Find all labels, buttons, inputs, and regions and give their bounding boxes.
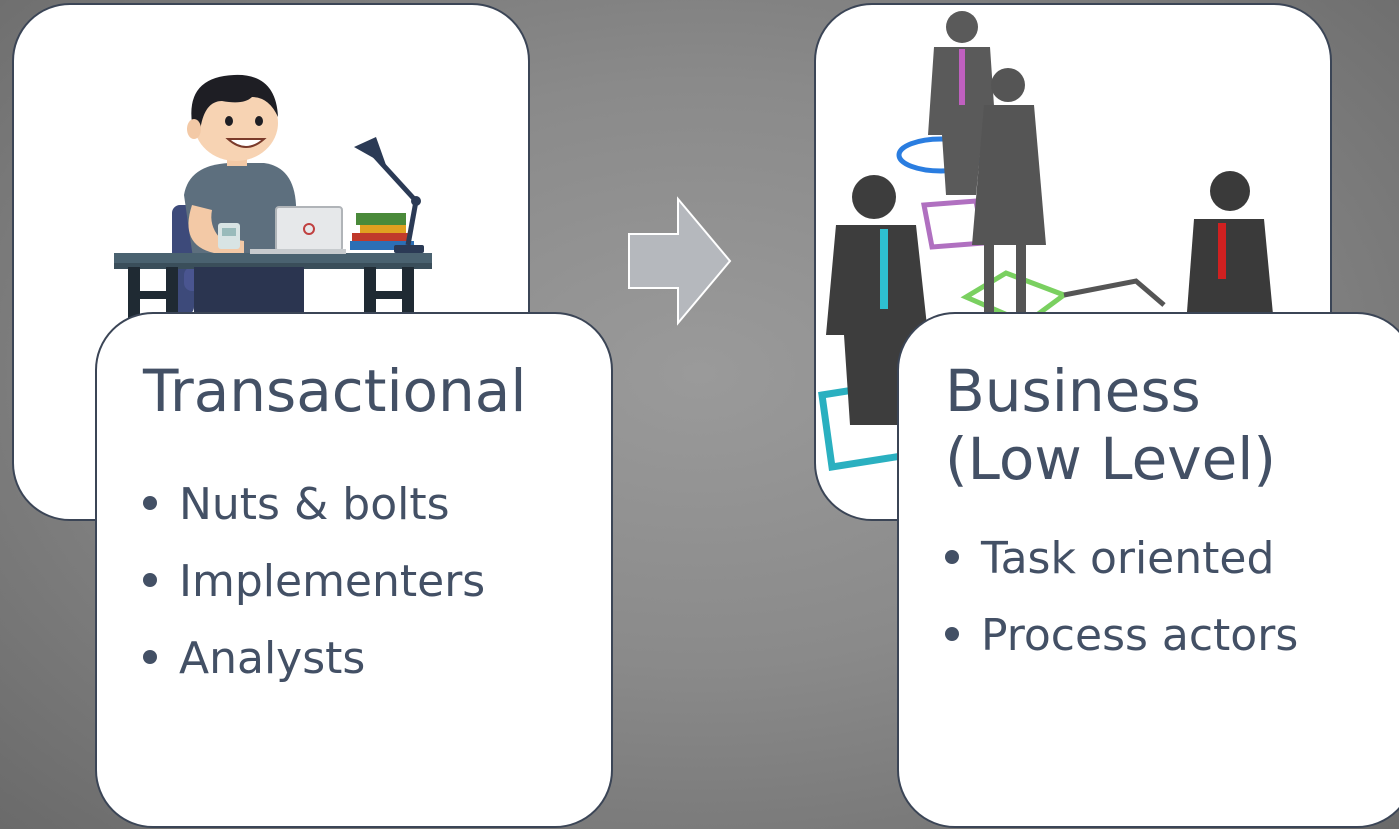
bullet-text: Implementers bbox=[179, 555, 486, 607]
bullet-dot-icon bbox=[143, 495, 157, 510]
transactional-bullet-list: Nuts & bolts Implementers Analysts bbox=[97, 466, 611, 697]
bullet-item: Nuts & bolts bbox=[143, 466, 611, 543]
business-low-level-card: Business(Low Level) Task oriented Proces… bbox=[897, 312, 1399, 828]
bullet-text: Nuts & bolts bbox=[179, 478, 450, 530]
right-arrow-icon bbox=[628, 196, 732, 326]
bullet-text: Process actors bbox=[981, 609, 1299, 661]
business-low-level-title: Business(Low Level) bbox=[899, 314, 1399, 494]
title-line-2: (Low Level) bbox=[945, 424, 1277, 493]
bullet-text: Task oriented bbox=[981, 532, 1275, 584]
transactional-card: Transactional Nuts & bolts Implementers … bbox=[95, 312, 613, 828]
bullet-item: Process actors bbox=[945, 597, 1399, 674]
developer-at-desk-illustration bbox=[114, 74, 432, 327]
business-people-silhouettes-illustration bbox=[818, 11, 1274, 472]
bullet-dot-icon bbox=[143, 572, 157, 587]
transactional-title: Transactional bbox=[143, 357, 527, 425]
bullet-text: Analysts bbox=[179, 632, 366, 684]
bullet-item: Analysts bbox=[143, 620, 611, 697]
bullet-dot-icon bbox=[945, 626, 959, 641]
business-bullet-list: Task oriented Process actors bbox=[899, 520, 1399, 674]
bullet-dot-icon bbox=[143, 649, 157, 664]
bullet-item: Task oriented bbox=[945, 520, 1399, 597]
bullet-item: Implementers bbox=[143, 543, 611, 620]
bullet-dot-icon bbox=[945, 549, 959, 564]
title-line-1: Business bbox=[945, 357, 1201, 425]
